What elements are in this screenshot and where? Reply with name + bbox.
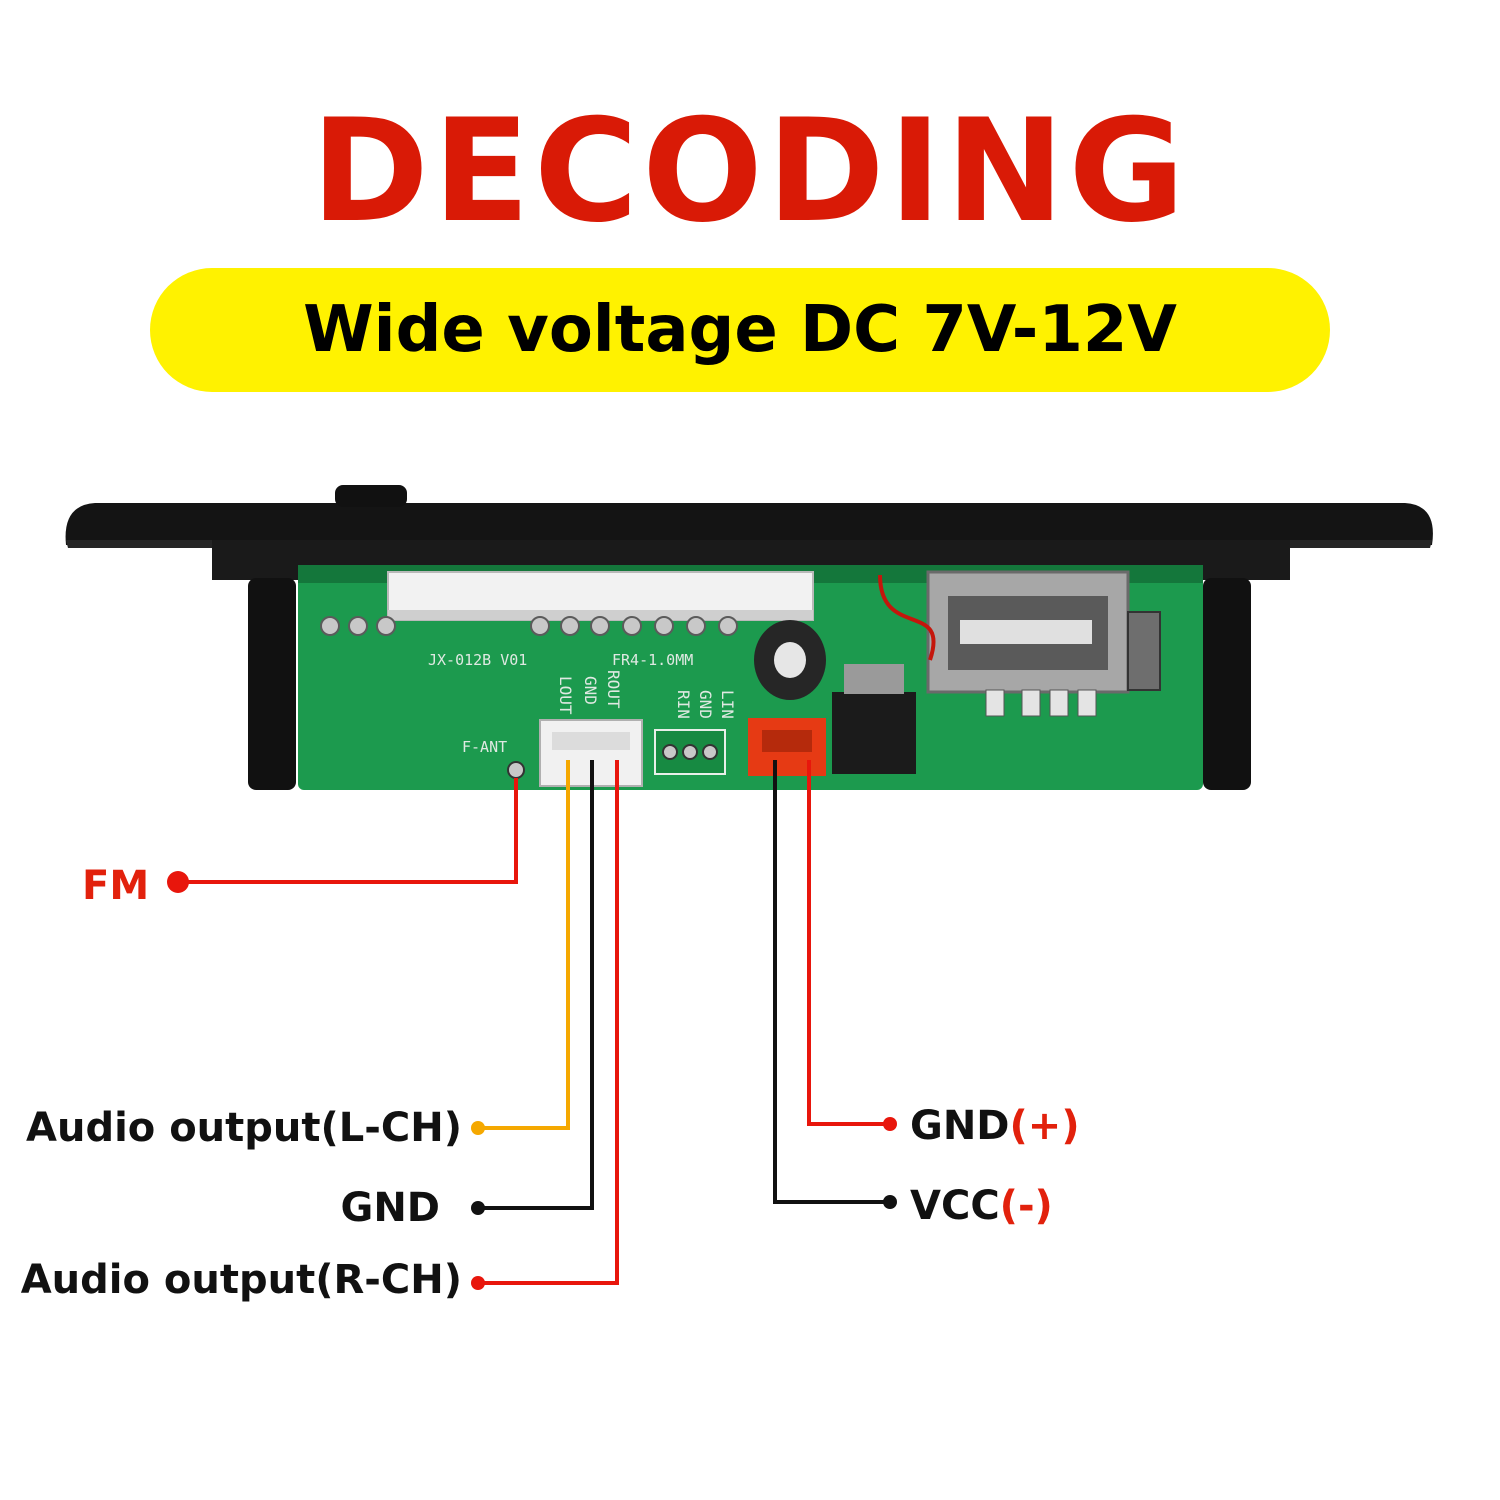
rch-wire (478, 760, 619, 1285)
lch-wire (478, 760, 570, 1130)
vcc-wire-terminal-dot (883, 1195, 897, 1209)
line-in-pad-holes (662, 744, 718, 760)
silk-pin-6: RIN (674, 690, 693, 719)
usb-tongue (960, 620, 1092, 644)
gnd-power-polarity: (+) (1009, 1103, 1080, 1149)
lch-wire-terminal-dot (471, 1121, 485, 1135)
gnd-power-text: GND (910, 1103, 1010, 1149)
vcc-wire (773, 760, 890, 1204)
capacitor-top (774, 642, 806, 678)
mount-post-left (248, 578, 296, 790)
fm-wire (178, 778, 518, 884)
board-spec-label: FR4-1.0MM (612, 651, 693, 669)
silk-pin-2: GND (581, 676, 600, 705)
lch-label: Audio output(L-CH) (26, 1105, 462, 1151)
regulator-tab (844, 664, 904, 694)
power-connector-slot (762, 730, 812, 752)
silk-pin-5: GND (696, 690, 715, 719)
gnd-audio-wire (478, 760, 594, 1210)
board-model-label: JX-012B V01 (428, 651, 527, 669)
header-pin-labels: LOUT GND ROUT LIN GND RIN (556, 670, 737, 719)
display-connector-shadow (388, 610, 813, 620)
panel-knob (335, 485, 407, 507)
gnd-audio-label: GND (340, 1185, 440, 1231)
gnd-power-label: GND(+) (910, 1102, 1080, 1150)
rch-label: Audio output(R-CH) (20, 1257, 462, 1303)
mic-wire (878, 574, 936, 661)
gnd-power-wire (807, 760, 890, 1126)
silk-pin-1: LOUT (556, 676, 575, 715)
vcc-text: VCC (910, 1183, 1000, 1229)
fm-wire-terminal-dot (167, 871, 189, 893)
silk-pin-4: LIN (718, 690, 737, 719)
voltage-banner: Wide voltage DC 7V-12V (150, 268, 1330, 392)
vcc-polarity: (-) (999, 1183, 1053, 1229)
regulator-chip (832, 692, 916, 774)
gnd-audio-wire-terminal-dot (471, 1201, 485, 1215)
front-panel (65, 503, 1433, 547)
fm-label: FM (82, 863, 150, 909)
rch-wire-terminal-dot (471, 1276, 485, 1290)
led-row (985, 689, 1097, 717)
vcc-label: VCC(-) (910, 1182, 1053, 1230)
silk-pin-3: ROUT (604, 670, 623, 709)
mount-post-right (1203, 578, 1251, 790)
audio-header-inner (552, 732, 630, 750)
voltage-banner-text: Wide voltage DC 7V-12V (303, 293, 1177, 367)
solder-pads (320, 616, 738, 636)
gnd-power-wire-terminal-dot (883, 1117, 897, 1131)
antenna-silk-label: F-ANT (462, 738, 507, 756)
sd-slot (1127, 611, 1161, 691)
